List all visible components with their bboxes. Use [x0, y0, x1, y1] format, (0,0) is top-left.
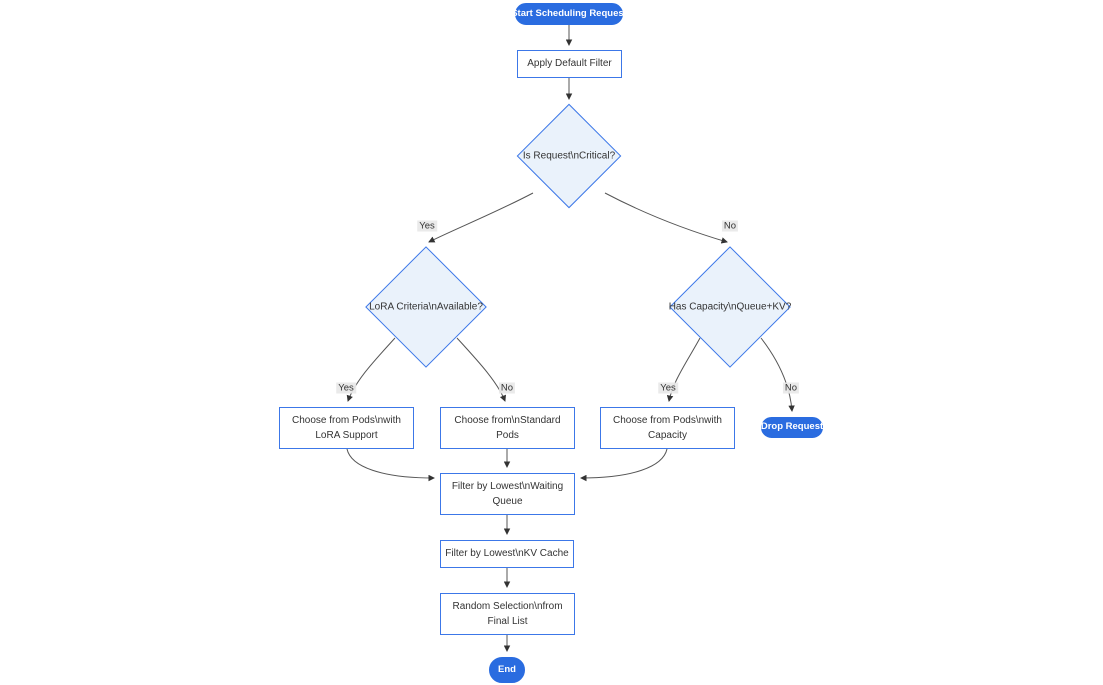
choose-pods-capacity-node: Choose from Pods\nwith Capacity — [600, 407, 735, 449]
node-label-line: Choose from Pods\nwith — [292, 414, 401, 426]
node-label-line: Choose from\nStandard — [454, 414, 561, 426]
apply-default-filter-node: Apply Default Filter — [517, 50, 622, 78]
node-label-line: Filter by Lowest\nWaiting — [451, 480, 564, 492]
start-node: Start Scheduling Request — [511, 3, 627, 25]
node-label-line: LoRA Support — [315, 430, 378, 441]
edge-lora-yes — [346, 337, 396, 402]
edge-label-critical-no: No — [721, 220, 739, 232]
edge-capacity-no — [760, 337, 795, 412]
edge-label-capacity-yes: Yes — [658, 382, 678, 394]
filter-lowest-waiting-queue-node: Filter by Lowest\nWaiting Queue — [440, 473, 575, 515]
edge-critical-yes — [428, 192, 534, 243]
node-label-line: Pods — [496, 430, 519, 441]
node-label-line: Choose from Pods\nwith — [613, 414, 722, 426]
edge-cap-filter — [580, 448, 668, 482]
lora-criteria-available-label: LoRA Criteria\nAvailable? — [369, 301, 483, 313]
edge-label-lora-no: No — [498, 382, 516, 394]
edge-label-capacity-no: No — [782, 382, 800, 394]
node-label-line: Queue — [492, 496, 523, 507]
random-selection-node: Random Selection\nfrom Final List — [440, 593, 575, 635]
node-label-line: Capacity — [648, 430, 687, 441]
end-node: End — [489, 657, 525, 683]
edge-label-lora-yes: Yes — [336, 382, 356, 394]
choose-standard-pods-node: Choose from\nStandard Pods — [440, 407, 575, 449]
choose-pods-lora-node: Choose from Pods\nwith LoRA Support — [279, 407, 414, 449]
edge-label-critical-yes: Yes — [417, 220, 437, 232]
has-capacity-queue-kv-label: Has Capacity\nQueue+KV? — [668, 301, 792, 313]
edge-lora-no — [456, 337, 506, 402]
node-label-line: Final List — [487, 616, 528, 627]
edge-lora-filter — [346, 448, 435, 482]
drop-request-node: Drop Request — [761, 417, 823, 438]
filter-lowest-kv-cache-node: Filter by Lowest\nKV Cache — [440, 540, 574, 568]
edge-critical-no — [604, 192, 728, 244]
node-label-line: Random Selection\nfrom — [452, 600, 563, 612]
edge-capacity-yes — [666, 337, 701, 402]
is-request-critical-label: Is Request\nCritical? — [522, 150, 616, 162]
